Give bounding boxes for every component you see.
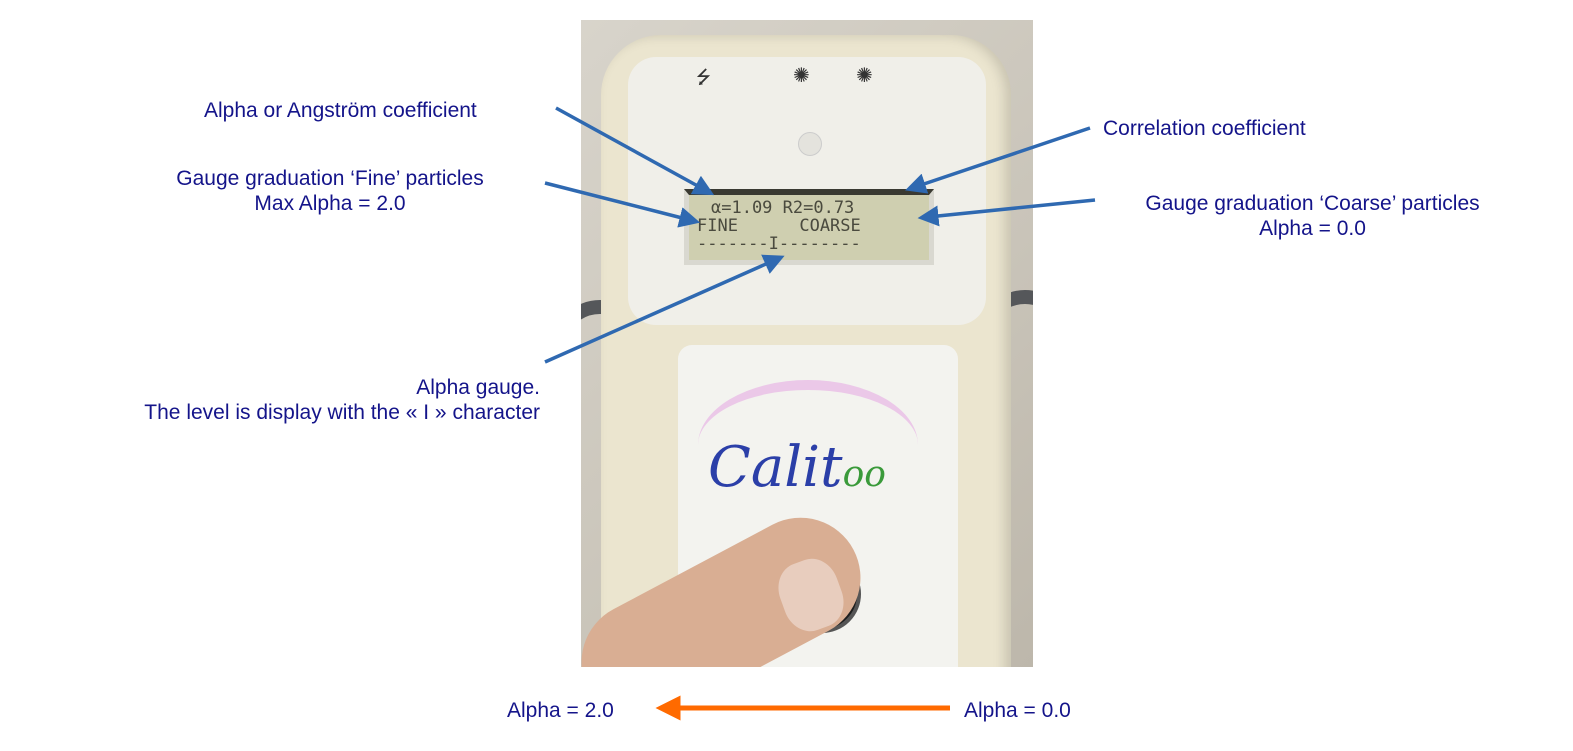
arrow-coarse	[917, 198, 1096, 227]
arrow-correlation	[905, 126, 1091, 194]
lcd-line-1: α=1.09 R2=0.73	[711, 198, 855, 218]
label-gauge-line2: The level is display with the « I » char…	[144, 401, 540, 424]
label-correlation: Correlation coefficient	[1103, 117, 1306, 140]
label-gauge-line1: Alpha gauge.	[416, 376, 540, 399]
led-icon: ✺	[793, 65, 810, 87]
label-fine-line1: Gauge graduation ‘Fine’ particles	[176, 167, 484, 190]
arrow-fine	[544, 181, 701, 228]
label-coarse-line1: Gauge graduation ‘Coarse’ particles	[1145, 192, 1480, 215]
label-coarse-line2: Alpha = 0.0	[1259, 217, 1366, 240]
arrow-gauge	[544, 254, 785, 364]
label-alpha-gauge: Alpha gauge. The level is display with t…	[40, 375, 540, 425]
label-fine-line2: Max Alpha = 2.0	[254, 192, 406, 215]
scale-label-left: Alpha = 2.0	[507, 699, 614, 722]
arrow-alpha	[555, 106, 715, 196]
scale-label-right: Alpha = 0.0	[964, 699, 1071, 722]
calitoo-logo: Calitoo	[708, 435, 886, 500]
lcd-line-3: -------I--------	[697, 234, 861, 254]
led-icon: ✺	[856, 65, 873, 87]
label-coarse-gauge: Gauge graduation ‘Coarse’ particles Alph…	[1105, 191, 1520, 241]
usb-icon: ⭍	[696, 67, 711, 87]
label-alpha-coefficient: Alpha or Angström coefficient	[204, 99, 477, 122]
rainbow-graphic	[698, 380, 918, 510]
lcd-line-2: FINE COARSE	[697, 216, 861, 236]
label-fine-gauge: Gauge graduation ‘Fine’ particles Max Al…	[140, 166, 520, 216]
sensor-icon	[798, 132, 822, 156]
